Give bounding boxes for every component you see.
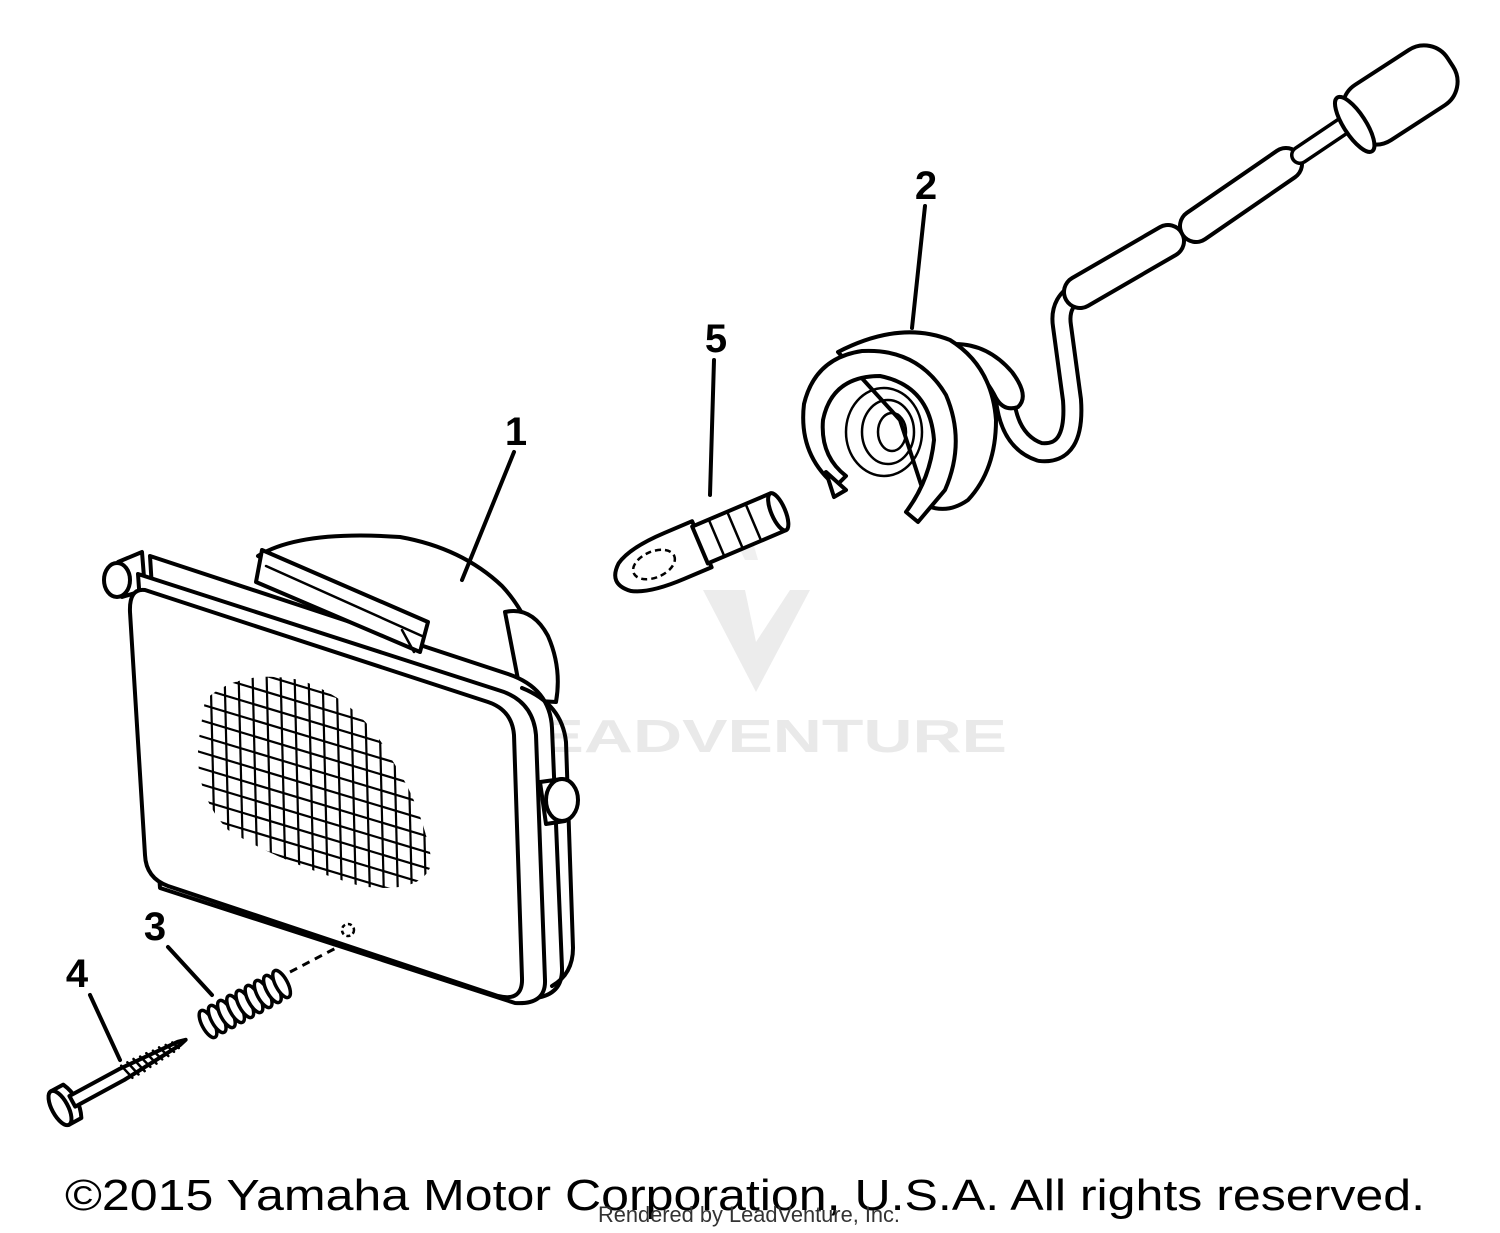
rendered-by-notice: Rendered by LeadVenture, Inc.: [598, 1202, 900, 1227]
leader-line-3: [166, 945, 214, 997]
spring-coil: [271, 968, 293, 1000]
socket-assembly: [801, 43, 1460, 524]
lens-grid-line: [197, 776, 432, 861]
watermark: LEADVENTURE: [497, 525, 1007, 762]
socket-lip: [801, 348, 958, 524]
bulb-base-end: [766, 491, 791, 533]
socket-wire-inner: [998, 283, 1089, 460]
callout-part-1: 1: [505, 410, 527, 454]
lens-grid-line: [292, 676, 302, 888]
screw-hole: [340, 922, 356, 938]
bulb: [613, 491, 791, 594]
leader-line-2: [910, 204, 927, 330]
callout-part-3: 3: [144, 905, 166, 949]
screw-thread: [119, 1041, 181, 1080]
callout-part-2: 2: [915, 164, 937, 208]
lens-grid-line: [306, 676, 316, 888]
wire-connector: [1332, 43, 1460, 154]
bulb-glass: [613, 519, 714, 594]
lens-grid-line: [197, 744, 432, 829]
socket-inner-ring: [844, 386, 924, 478]
wire-connector-end: [1332, 94, 1377, 154]
screw-head-face: [46, 1088, 74, 1128]
copyright-notice: ©2015 Yamaha Motor Corporation, U.S.A. A…: [65, 1171, 1425, 1220]
lens-grid-line: [197, 728, 432, 813]
leader-line-4: [88, 993, 122, 1062]
alignment-dashed-line: [289, 946, 337, 974]
left-knob-cap: [102, 561, 132, 599]
headlight-unit: [102, 533, 580, 1006]
leader-line-5: [708, 358, 716, 497]
right-knob-cap: [544, 777, 580, 823]
socket-inner-ring: [876, 411, 908, 453]
screw-shank: [67, 1037, 188, 1109]
socket-sleeve-inner: [1182, 150, 1300, 240]
callout-part-5: 5: [705, 317, 727, 361]
spring: [197, 968, 293, 1040]
screw: [46, 1037, 188, 1128]
socket-notch: [824, 470, 848, 499]
callout-part-4: 4: [66, 952, 89, 996]
watermark-text: LEADVENTURE: [497, 710, 1007, 762]
headlight-top-tab-line: [400, 628, 416, 654]
leader-line-1: [460, 450, 516, 582]
socket-inner-ring: [860, 398, 916, 466]
lens-grid-line: [197, 808, 432, 888]
headlight-top-tab-line: [264, 564, 424, 638]
socket-sleeve-inner: [1066, 227, 1182, 306]
lens-grid-line: [197, 792, 432, 877]
lens-grid-line: [320, 676, 330, 888]
watermark-logo-icon: [703, 590, 810, 692]
bulb-base-rib: [707, 503, 763, 557]
lens-grid-line: [197, 760, 432, 845]
lens-grid-line: [278, 676, 288, 888]
bulb-filament: [631, 548, 677, 581]
headlight-rim-edge: [520, 686, 575, 988]
